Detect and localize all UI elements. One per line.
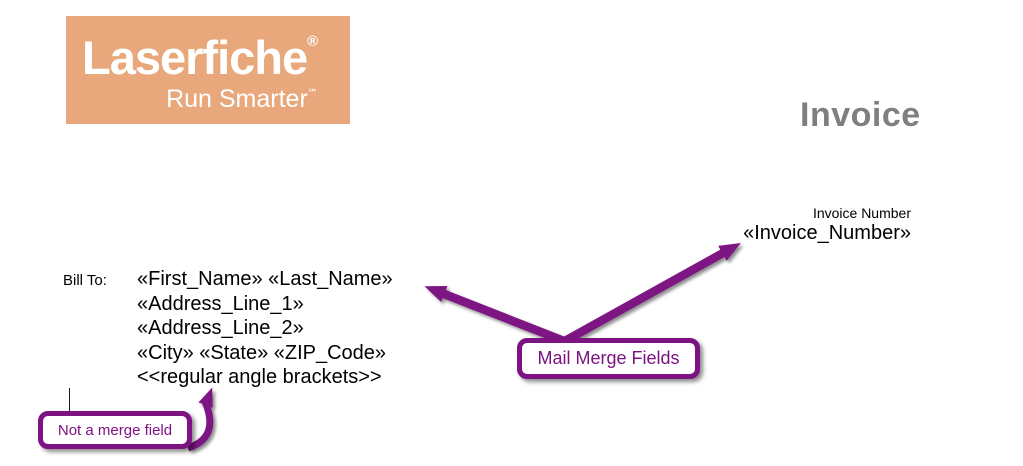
text-cursor-mark bbox=[69, 388, 70, 412]
logo-brand-text: Laserfiche® bbox=[82, 30, 318, 85]
mail-merge-fields-callout-label: Mail Merge Fields bbox=[537, 348, 680, 368]
merge-field-name-line: «First_Name» «Last_Name» bbox=[137, 268, 393, 290]
merge-field-address2-line: «Address_Line_2» bbox=[137, 317, 304, 340]
invoice-heading: Invoice bbox=[800, 96, 921, 134]
logo-brand-name: Laserfiche bbox=[82, 31, 308, 84]
logo-tagline: Run Smarter℠ bbox=[166, 85, 318, 114]
merge-field-address1-line: «Address_Line_1» bbox=[137, 292, 304, 315]
not-a-merge-field-callout-label: Not a merge field bbox=[57, 421, 173, 439]
regular-angle-brackets-line: <<regular angle brackets>> bbox=[137, 366, 382, 389]
invoice-number-label: Invoice Number bbox=[812, 205, 911, 221]
service-mark-symbol: ℠ bbox=[307, 88, 318, 99]
merge-field-city-state-zip-line: «City» «State» «ZIP_Code» bbox=[137, 341, 387, 364]
laserfiche-logo: Laserfiche® Run Smarter℠ bbox=[66, 16, 350, 124]
invoice-number-merge-field: «Invoice_Number» bbox=[743, 222, 911, 244]
not-a-merge-field-callout: Not a merge field bbox=[38, 411, 192, 449]
invoice-number-block: Invoice Number «Invoice_Number» bbox=[743, 205, 911, 245]
arrow-to-invoice-number-merge-field bbox=[542, 243, 741, 356]
bill-to-label: Bill To: bbox=[63, 272, 107, 289]
mail-merge-fields-callout: Mail Merge Fields bbox=[517, 338, 700, 379]
bill-to-merge-fields: «First_Name» «Last_Name» «Address_Line_1… bbox=[137, 267, 393, 390]
registered-trademark-symbol: ® bbox=[307, 33, 319, 50]
logo-tagline-text: Run Smarter bbox=[166, 85, 308, 113]
